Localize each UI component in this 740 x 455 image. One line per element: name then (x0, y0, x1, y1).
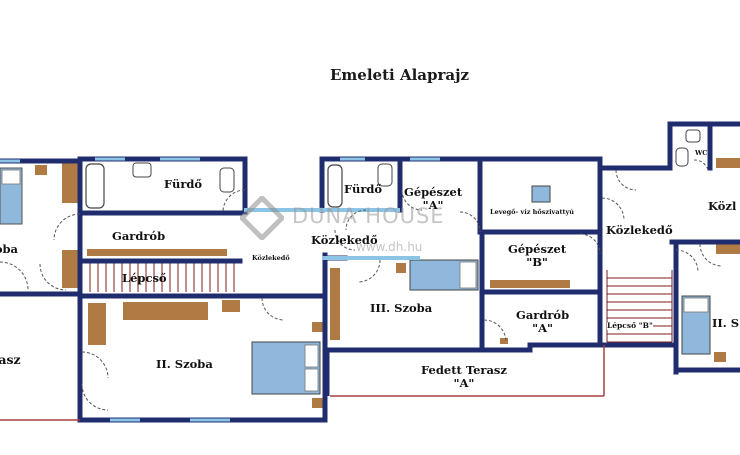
terrace-railing (0, 345, 605, 421)
sink (132, 162, 152, 178)
light-walls (244, 208, 420, 260)
nightstand (35, 165, 47, 175)
room-label-lepcso-b: Lépcső "B" (607, 321, 653, 331)
wardrobe (123, 302, 208, 320)
nightstand (396, 263, 406, 273)
stairs-left (81, 262, 235, 292)
storage-shelf (490, 280, 570, 288)
watermark-logo-icon (238, 194, 286, 242)
room-label-furdo-left: Fürdő (164, 177, 203, 191)
room-label-terasz-left: Terasz (0, 352, 21, 367)
wardrobe-shelf (87, 249, 227, 256)
room-label-szoba-iii: III. Szoba (370, 301, 433, 315)
toilet (219, 167, 235, 193)
wardrobe-shelf (500, 338, 508, 344)
room-label-kozlekedo-small: Közlekedő (252, 254, 290, 262)
bathtub (85, 163, 105, 209)
wardrobe (330, 268, 340, 340)
wardrobe (716, 158, 740, 168)
room-label-gepeszet-b: Gépészet "B" (508, 242, 567, 269)
room-label-levego: Levegő- víz hőszivattyú (490, 208, 575, 216)
room-label-szoba-ii: II. Szoba (156, 357, 213, 371)
toilet (377, 163, 393, 187)
room-label-fedett-terasz: Fedett Terasz "A" (421, 363, 507, 390)
walls (0, 121, 740, 423)
pillow (683, 297, 709, 313)
room-label-szoba-ii-cut: II. S (712, 316, 740, 330)
room-label-szoba-left: Szoba (0, 242, 18, 256)
pillow (304, 344, 319, 368)
sink (685, 129, 701, 143)
stairs-right (606, 270, 673, 343)
desk (222, 300, 240, 312)
watermark-brand: DUNA HOUSE (292, 204, 445, 228)
nightstand (714, 352, 726, 362)
room-label-kozl-cut: Közl (708, 199, 737, 213)
room-label-kozlekedo-mid: Közlekedő (311, 233, 378, 247)
bathtub (327, 164, 343, 208)
pillow (1, 169, 21, 185)
nightstand (312, 322, 324, 332)
wardrobe (62, 163, 78, 203)
nightstand (312, 398, 324, 408)
room-label-lepcso: Lépcső (122, 271, 167, 285)
room-label-wc: WC (695, 149, 708, 157)
doors (0, 159, 723, 411)
pillow (459, 261, 477, 289)
room-label-kozlekedo-right: Közlekedő (606, 223, 673, 237)
windows (0, 157, 440, 422)
toilet (675, 147, 689, 167)
room-label-gardrob-left: Gardrób (112, 229, 166, 243)
pillow (304, 368, 319, 392)
watermark-url: www.dh.hu (356, 240, 423, 254)
furniture-group (0, 129, 740, 408)
wardrobe (88, 303, 106, 345)
room-label-gepeszet-a: Gépészet "A" (404, 185, 463, 212)
wardrobe (62, 250, 78, 288)
heat-pump-unit (531, 185, 551, 203)
room-label-gardrob-a: Gardrób "A" (516, 308, 570, 335)
room-label-furdo-mid: Fürdő (344, 182, 383, 196)
floor-plan-title: Emeleti Alaprajz (330, 66, 470, 84)
